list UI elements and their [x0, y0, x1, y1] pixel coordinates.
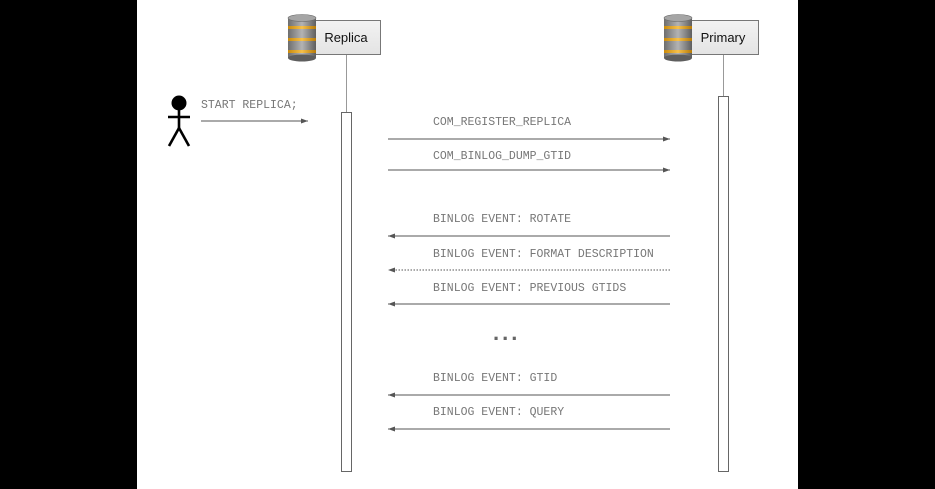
- ellipsis: ...: [493, 320, 521, 345]
- message-arrows: [201, 118, 670, 432]
- message-label: BINLOG EVENT: ROTATE: [433, 213, 572, 226]
- primary-activation-bar: [718, 96, 729, 472]
- actor-command-label: START REPLICA;: [201, 99, 298, 112]
- participant-primary-label: Primary: [700, 30, 746, 45]
- participant-primary: Primary: [687, 20, 759, 55]
- message-label: BINLOG EVENT: GTID: [433, 372, 558, 385]
- stick-figure-icon: [167, 95, 191, 147]
- message-label: BINLOG EVENT: QUERY: [433, 406, 565, 419]
- replica-activation-bar: [341, 112, 352, 472]
- message-label: COM_BINLOG_DUMP_GTID: [433, 150, 572, 163]
- message-label: BINLOG EVENT: PREVIOUS GTIDS: [433, 282, 627, 295]
- participant-replica-label: Replica: [324, 30, 368, 45]
- participant-replica: Replica: [311, 20, 381, 55]
- database-icon: [663, 14, 693, 62]
- replica-lifeline: [346, 55, 347, 113]
- message-label: COM_REGISTER_REPLICA: [433, 116, 572, 129]
- database-icon: [287, 14, 317, 62]
- message-label: BINLOG EVENT: FORMAT DESCRIPTION: [433, 248, 654, 261]
- sequence-diagram: Replica Primary: [137, 0, 798, 489]
- primary-lifeline: [723, 55, 724, 97]
